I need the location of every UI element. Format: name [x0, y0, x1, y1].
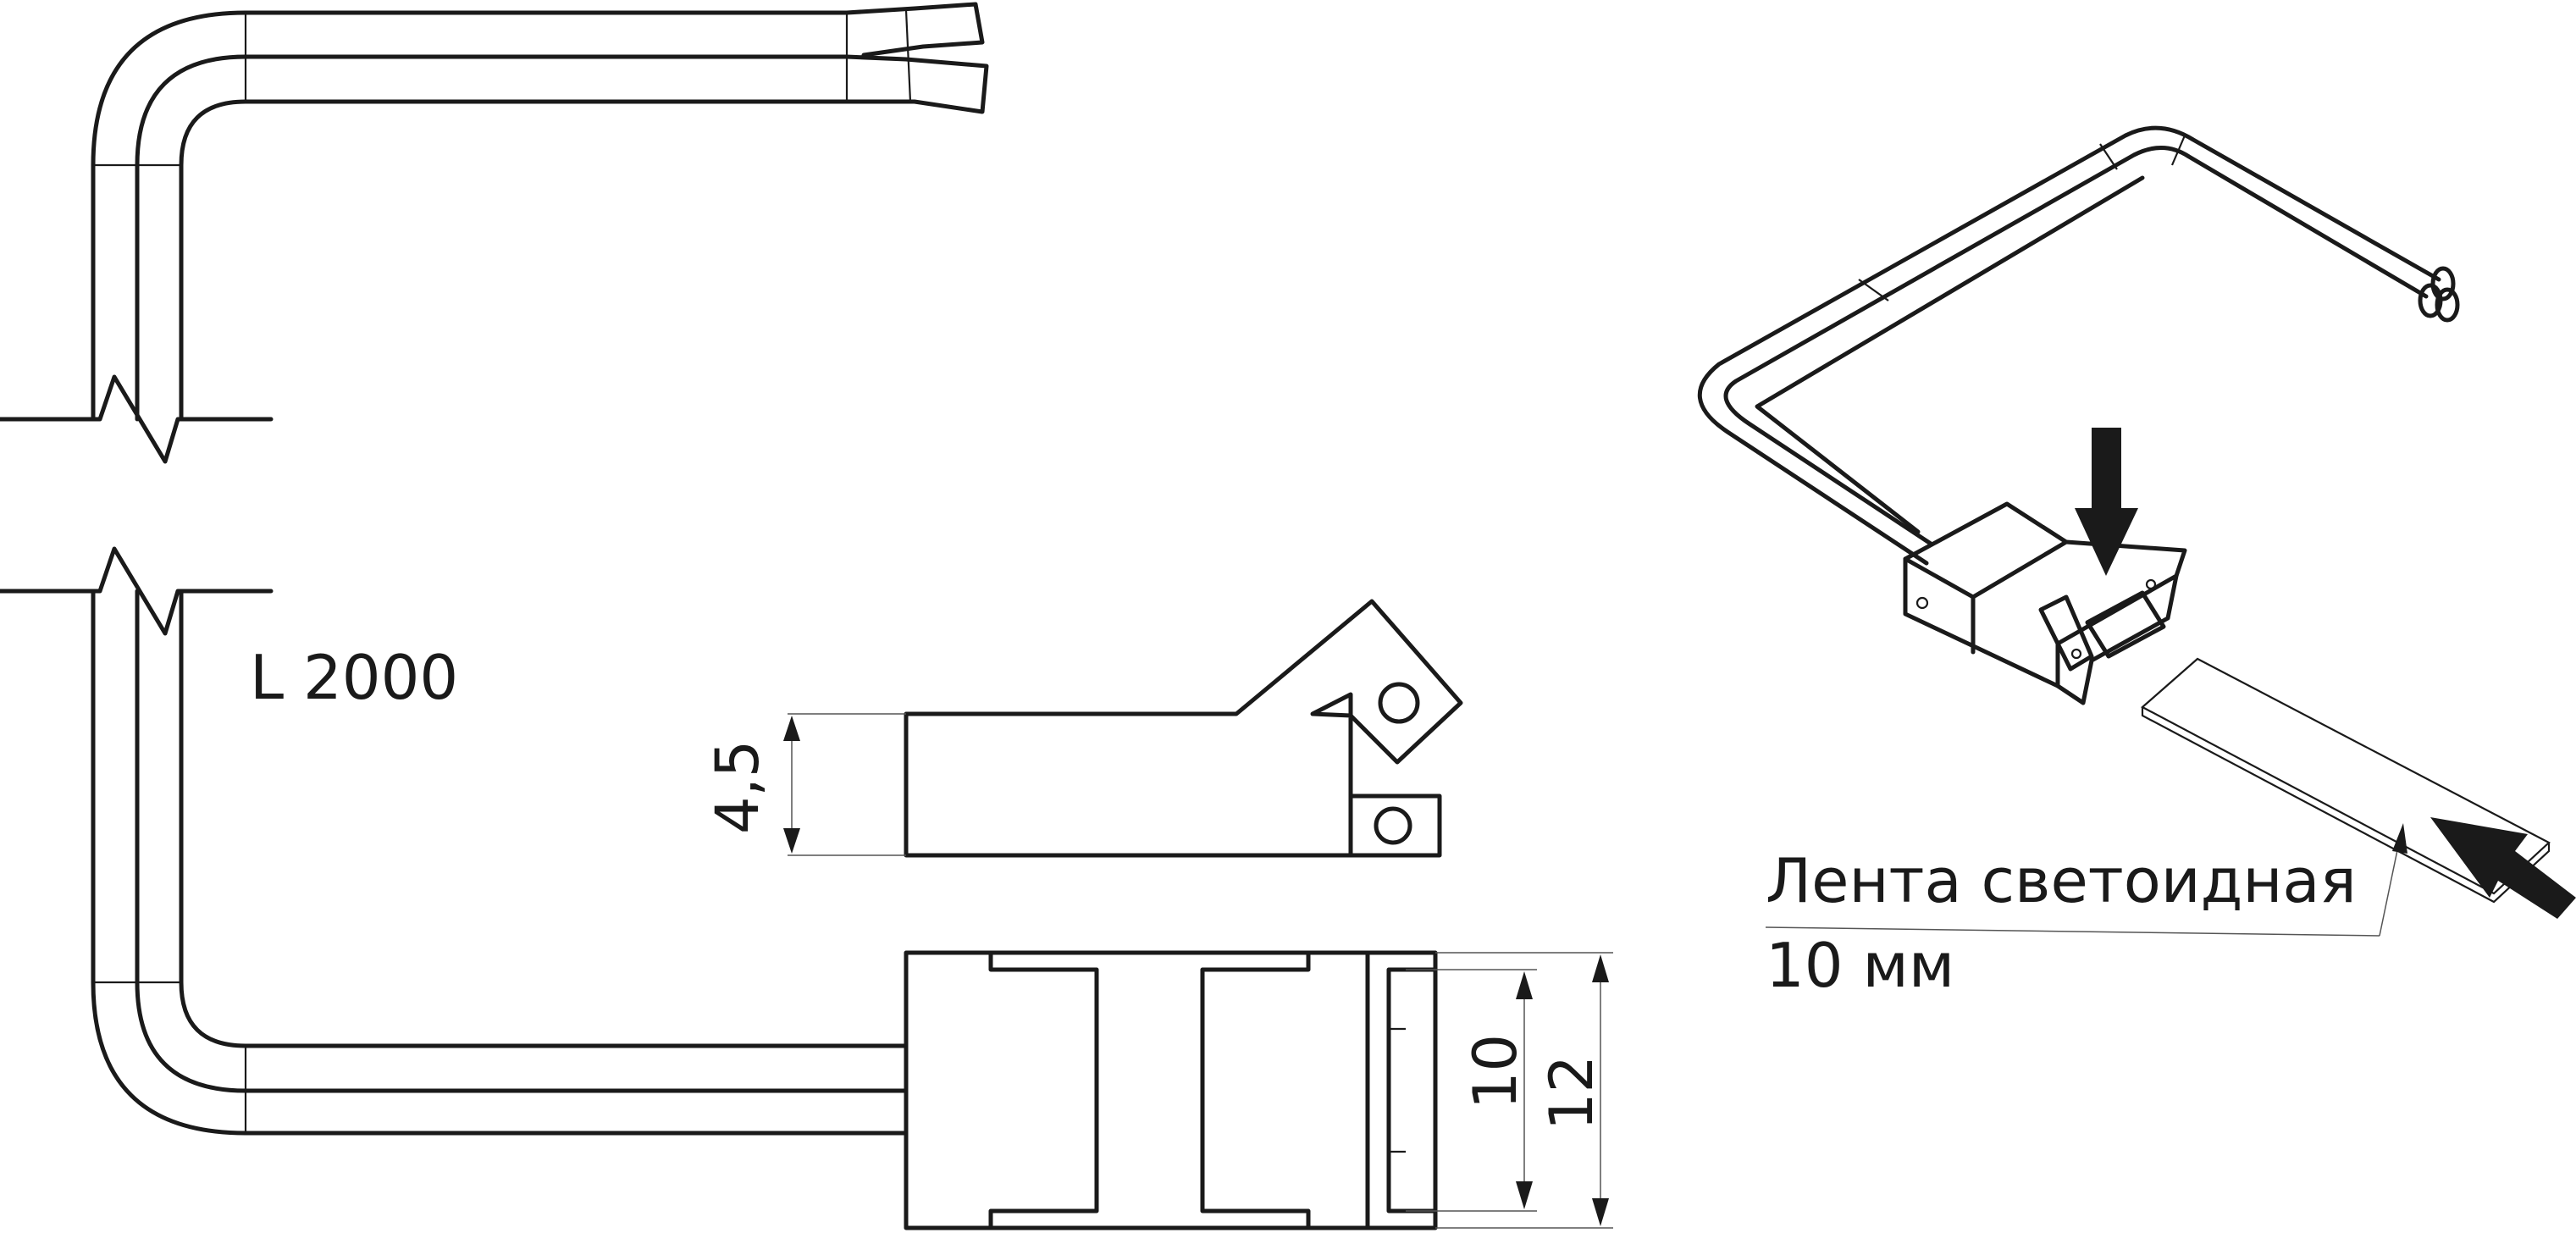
strip-label-line2: 10 мм: [1766, 930, 1954, 1001]
break-mark-bottom: [0, 546, 274, 636]
cable-top-section: [91, 2, 989, 422]
outer-width-dimension: [1435, 952, 1613, 1229]
isometric-cable: [1697, 125, 2460, 566]
isometric-connector: [1903, 501, 2187, 705]
connector-top-view: [904, 950, 1438, 1230]
height-dimension: [783, 713, 906, 856]
cable-bottom-section: [91, 589, 909, 1136]
height-dimension-label: 4,5: [703, 740, 772, 834]
insert-arrow-diagonal: [2430, 817, 2576, 919]
inner-width-dimension: [1406, 969, 1537, 1212]
inner-width-label: 10: [1461, 1034, 1530, 1109]
length-label: L 2000: [250, 642, 458, 713]
strip-leader-line: [1765, 823, 2407, 937]
break-mark-top: [0, 374, 274, 464]
strip-label-line1: Лента светоидная: [1766, 845, 2357, 916]
outer-width-label: 12: [1537, 1055, 1606, 1131]
connector-side-view: [904, 599, 1463, 858]
led-strip: [2141, 657, 2551, 904]
insert-arrow-down: [2075, 428, 2138, 576]
